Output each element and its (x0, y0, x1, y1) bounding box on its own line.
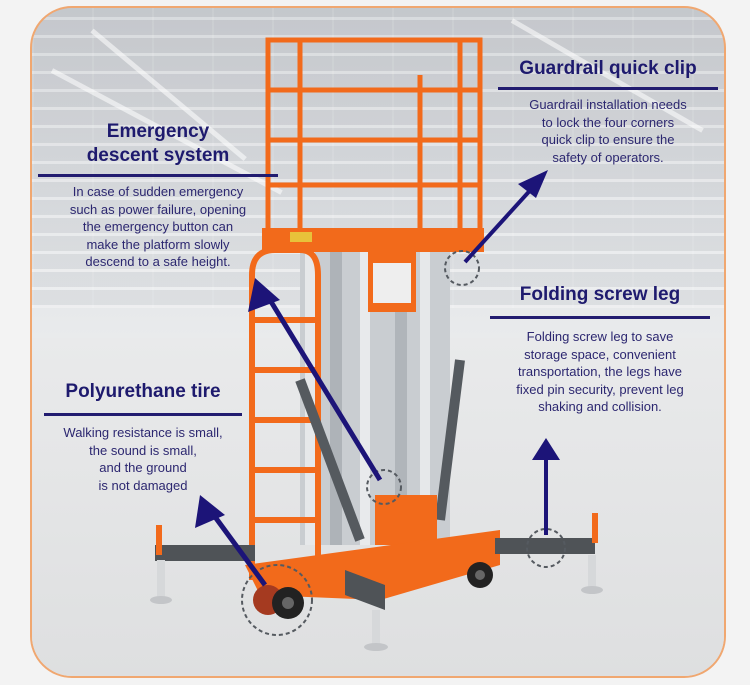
callout-line: Folding screw leg to save (526, 329, 674, 344)
callout-divider (38, 174, 278, 177)
callout-title-line: Emergency (106, 121, 210, 142)
callout-divider (498, 87, 718, 90)
callout-title: Emergency descent system (38, 120, 278, 168)
product-frame (30, 6, 726, 678)
callout-line: to lock the four corners (541, 114, 675, 130)
callout-line: descend to a safe height. (85, 254, 231, 269)
callout-polyurethane-tire: Polyurethane tire Walking resistance is … (44, 380, 242, 494)
callout-line: In case of sudden emergency (72, 184, 244, 199)
callout-line: is not damaged (98, 477, 188, 493)
callout-emergency-descent-system: Emergency descent system In case of sudd… (38, 120, 278, 271)
callout-title: Polyurethane tire (65, 381, 221, 402)
callout-line: make the platform slowly (86, 236, 230, 252)
callout-folding-screw-leg: Folding screw leg Folding screw leg to s… (490, 283, 710, 416)
callout-guardrail-quick-clip: Guardrail quick clip Guardrail installat… (498, 57, 718, 166)
callout-line: fixed pin security, prevent leg (516, 381, 684, 397)
callout-line: the emergency button can (82, 219, 234, 234)
callout-line: safety of operators. (552, 149, 664, 165)
callout-line: quick clip to ensure the (541, 132, 675, 147)
callout-line: Guardrail installation needs (529, 97, 687, 112)
callout-line: storage space, convenient (524, 346, 676, 362)
callout-line: such as power failure, opening (69, 201, 247, 217)
callout-title: Folding screw leg (519, 284, 681, 305)
callout-title-line: descent system (86, 145, 230, 166)
callout-line: Walking resistance is small, (63, 425, 223, 440)
callout-line: shaking and collision. (538, 399, 662, 414)
callout-line: the sound is small, (89, 442, 197, 458)
callout-line: transportation, the legs have (517, 364, 683, 379)
callout-divider (490, 316, 710, 319)
callout-divider (44, 413, 242, 416)
callout-line: and the ground (99, 460, 187, 475)
callout-title: Guardrail quick clip (519, 58, 697, 79)
